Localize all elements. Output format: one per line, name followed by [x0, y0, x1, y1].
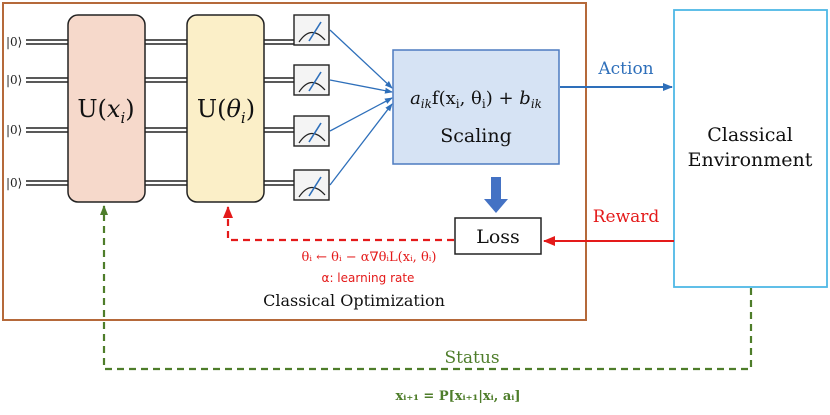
- variational-gate-label: U(θi): [197, 95, 255, 127]
- quantum-circuit-frame: [2, 2, 587, 321]
- learning-rate-label: α: learning rate: [322, 271, 415, 285]
- qubit-input-3: |0⟩: [6, 123, 22, 137]
- update-rule: θᵢ ← θᵢ − α∇θᵢL(xᵢ, θᵢ): [302, 250, 437, 265]
- measurement-meters: [293, 14, 330, 201]
- status-feedback-arrow: [100, 205, 753, 371]
- transition-equation: xᵢ₊₁ = P[xᵢ₊₁|xᵢ, aᵢ]: [395, 389, 520, 404]
- encoding-gate-label: U(xi): [77, 95, 134, 127]
- measurement-arrows: [329, 29, 393, 186]
- action-label: Action: [597, 59, 653, 79]
- meter-icon: [293, 169, 330, 201]
- variational-gate: [186, 14, 265, 203]
- reward-label: Reward: [593, 207, 660, 227]
- scaling-to-loss-arrow: [484, 177, 508, 213]
- qubit-input-2: |0⟩: [6, 73, 22, 87]
- loss-box: [454, 217, 542, 255]
- classical-environment-box: [673, 9, 828, 288]
- scaling-formula: aikf(xi, θi) + bik: [410, 88, 542, 111]
- meter-icon: [293, 115, 330, 147]
- scaling-box: [392, 49, 560, 165]
- qubit-input-1: |0⟩: [6, 35, 22, 49]
- environment-label-line2: Environment: [688, 149, 813, 171]
- status-label: Status: [444, 348, 499, 368]
- environment-label-line1: Classical: [707, 124, 793, 146]
- loss-label: Loss: [476, 226, 520, 248]
- classical-optimization-label: Classical Optimization: [263, 291, 445, 310]
- scaling-label: Scaling: [440, 125, 512, 147]
- optimization-feedback-arrow: [223, 206, 454, 242]
- encoding-gate: [67, 14, 146, 203]
- meter-icon: [293, 14, 330, 46]
- qubit-input-4: |0⟩: [6, 176, 22, 190]
- meter-icon: [293, 64, 330, 96]
